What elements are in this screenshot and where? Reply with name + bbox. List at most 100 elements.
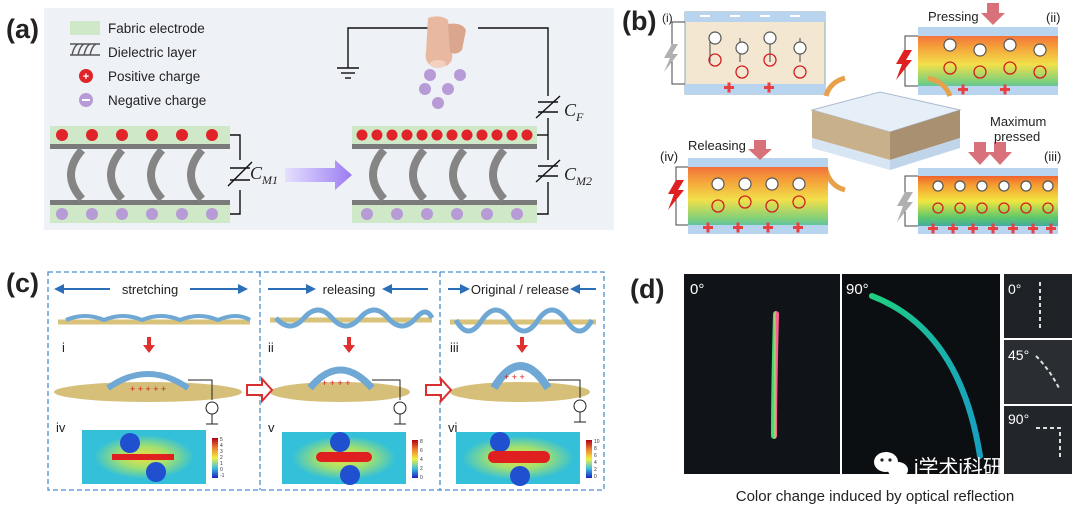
svg-text:0: 0 [594, 474, 597, 480]
colorbar-vi [586, 440, 592, 478]
release-arrow-icon [748, 140, 772, 160]
max-press-arrow-icon-1 [968, 142, 992, 165]
panel-d: (d) 0° 90° 0° 45° 90° i学术i科研 Color chang… [630, 274, 1072, 505]
sub-label-v: v [268, 420, 275, 435]
left-negative-charges [56, 208, 218, 220]
down-arrows [143, 337, 528, 353]
state-i-label: (i) [662, 11, 673, 25]
svg-text:2: 2 [420, 466, 423, 472]
right-positive-charges [356, 129, 533, 141]
ground-symbol [337, 27, 430, 79]
cap-m2-label: C [564, 164, 577, 184]
state-ii-label: (ii) [1046, 10, 1060, 25]
pressed-label: pressed [994, 129, 1040, 144]
legend-positive-charge: Positive charge [108, 69, 200, 84]
wechat-icon [874, 452, 908, 478]
header-stretching: stretching [122, 282, 178, 297]
section-iii: + + + [450, 362, 590, 423]
svg-text:+: + [83, 71, 89, 83]
right-capacitor-structure [352, 27, 561, 223]
lightning-gray-icon-2 [897, 192, 913, 222]
panel-a-background [44, 8, 614, 230]
panel-b: (b) (i) [622, 3, 1061, 234]
panel-a-label: (a) [6, 14, 39, 44]
pressing-label: Pressing [928, 9, 979, 24]
colorbar-ticks: 5 4 3 2 1 0 -1 8 6 4 2 0 10 8 6 4 2 0 [220, 437, 600, 481]
finger-negative-charges [419, 69, 466, 109]
lightning-red-icon-2 [668, 180, 684, 210]
svg-text:+ + + +: + + + + [322, 378, 351, 388]
section-i: + + + + + [54, 371, 242, 425]
svg-text:8: 8 [420, 439, 423, 445]
field-map-vi [456, 432, 592, 486]
angle-90-elbow-label: 90° [1008, 411, 1029, 427]
svg-text:6: 6 [420, 448, 423, 454]
finger-icon [425, 16, 466, 68]
field-map-iv [82, 430, 218, 484]
svg-text:-1: -1 [220, 473, 225, 479]
svg-text:1: 1 [220, 461, 223, 467]
panel-c-frame [47, 271, 605, 491]
left-capacitor-structure [50, 126, 253, 223]
panel-c-label: (c) [6, 268, 39, 298]
press-arrow-icon [981, 3, 1005, 25]
angle-0-elbow-label: 0° [1008, 281, 1021, 297]
cap-f-subscript: F [575, 110, 584, 124]
minus-charge-icon [79, 93, 93, 107]
arc-layer-icon [70, 43, 100, 56]
fabric-swatch-icon [70, 21, 100, 35]
angle-90-label: 90° [846, 281, 869, 298]
sub-label-ii: ii [268, 340, 274, 355]
section-ii: + + + + [270, 366, 410, 425]
hollow-arrows [246, 376, 453, 404]
right-circuit-wire [478, 27, 561, 215]
svg-text:4: 4 [420, 457, 423, 463]
state-iv-label: (iv) [660, 149, 678, 164]
photo-90deg [842, 274, 1000, 474]
stretch-arrow [54, 284, 248, 294]
svg-text:0: 0 [420, 475, 423, 481]
svg-text:8: 8 [594, 446, 597, 452]
max-press-arrow-icon-2 [988, 142, 1012, 165]
sub-label-iii: iii [450, 340, 459, 355]
state-iii-label: (iii) [1044, 149, 1061, 164]
svg-text:3: 3 [220, 449, 223, 455]
panel-d-label: (d) [630, 274, 664, 304]
left-positive-charges [56, 129, 218, 141]
colorbar-iv [212, 438, 218, 478]
transition-arrow [285, 160, 352, 190]
lightning-red-icon [896, 50, 912, 80]
sub-label-vi: vi [448, 420, 458, 435]
left-circuit-wire [227, 134, 253, 215]
fiber-strip-straight [771, 311, 779, 439]
svg-text:2: 2 [594, 467, 597, 473]
release-arrow [268, 284, 428, 294]
watermark: i学术i科研 [914, 456, 1003, 479]
colorbar-v [412, 440, 418, 478]
maximum-label: Maximum [990, 114, 1046, 129]
legend-fabric-electrode: Fabric electrode [108, 21, 205, 36]
sub-label-i: i [62, 340, 65, 355]
field-map-v [282, 432, 418, 485]
elbow-photos [1004, 274, 1072, 474]
angle-45-elbow-label: 45° [1008, 347, 1029, 363]
header-original-release: Original / release [471, 282, 569, 297]
fiber-row-original [450, 307, 596, 334]
state-iii-box [897, 142, 1058, 234]
sub-label-iv: iv [56, 420, 66, 435]
legend-dielectric-layer: Dielectric layer [108, 45, 197, 60]
fiber-row-stretch [58, 314, 252, 325]
photo-0deg [684, 274, 840, 474]
cap-m1-label: C [250, 163, 263, 183]
panel-a: (a) Fabric electrode Dielectric layer + … [6, 8, 614, 230]
angle-0-label: 0° [690, 281, 704, 298]
svg-text:+ + +: + + + [504, 372, 525, 382]
header-releasing: releasing [323, 282, 376, 297]
plus-charge-icon: + [79, 69, 93, 83]
panel-c: (c) stretching releasing Original / rele… [6, 268, 605, 491]
svg-text:5: 5 [220, 437, 223, 443]
svg-text:2: 2 [220, 455, 223, 461]
cap-m1-subscript: M1 [261, 173, 278, 187]
svg-text:6: 6 [594, 453, 597, 459]
